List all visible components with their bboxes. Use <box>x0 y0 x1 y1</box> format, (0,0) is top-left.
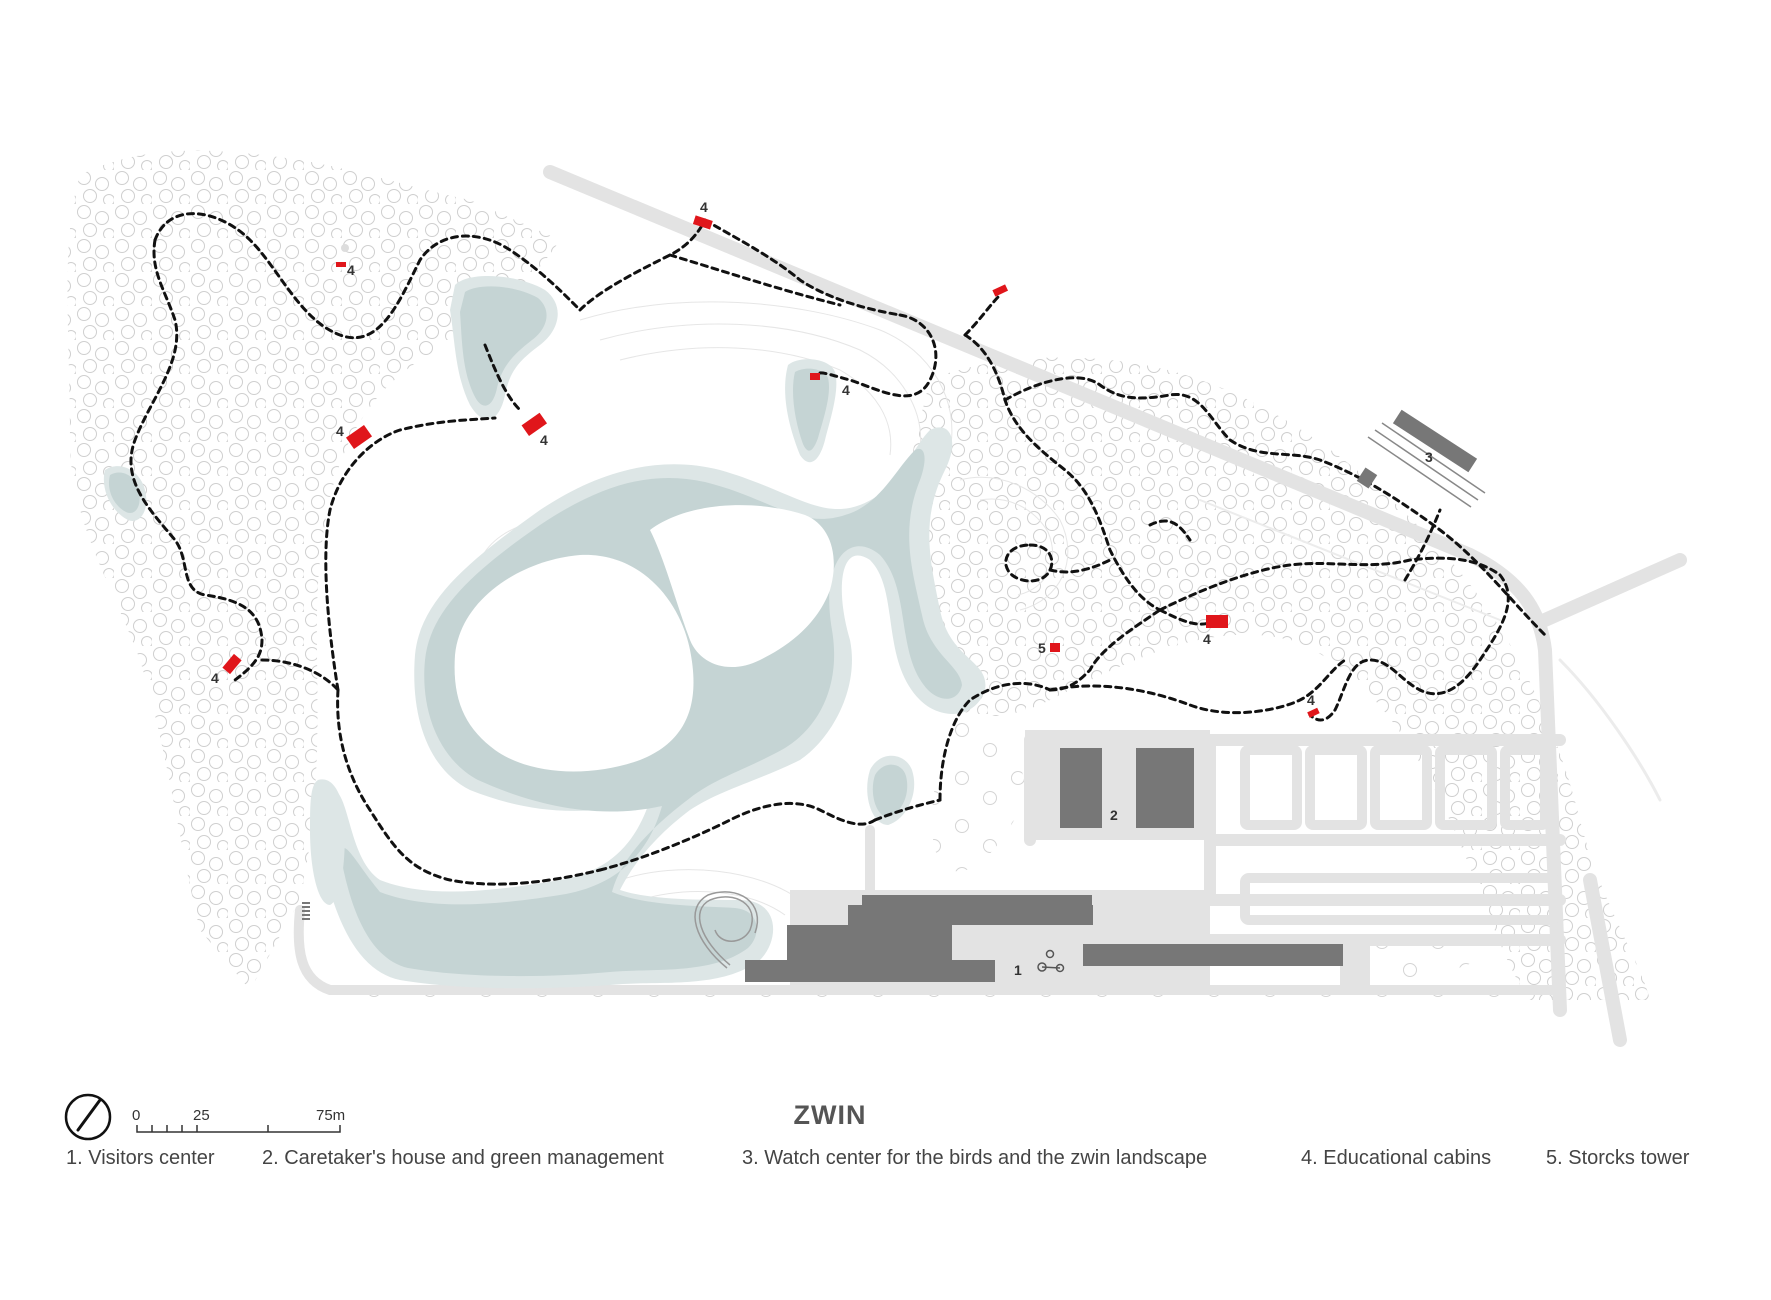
entrance-steps <box>302 902 310 920</box>
watch-center-deck-lines <box>1367 422 1486 508</box>
label-storcks-tower: 5 <box>1038 640 1046 656</box>
visitors-center-block-4 <box>745 960 995 982</box>
storcks-tower-base <box>341 244 349 252</box>
cabin-southeast <box>1307 707 1320 718</box>
label-cabin-west-2: 4 <box>540 432 548 448</box>
legend-item-caretakers-house: 2. Caretaker's house and green managemen… <box>262 1147 664 1169</box>
spiral-boardwalk <box>694 891 758 969</box>
plan-title: ZWIN <box>793 1100 867 1130</box>
water-bodies <box>103 275 986 989</box>
parking-bays <box>1240 745 1560 925</box>
legend-item-storcks-tower: 5. Storcks tower <box>1546 1147 1690 1169</box>
label-cabin-northwest: 4 <box>347 262 355 278</box>
cabin-west-1 <box>345 424 373 450</box>
north-arrow-icon <box>64 1093 112 1141</box>
cabin-north <box>692 215 713 230</box>
watch-center-block <box>1392 409 1478 473</box>
cabin-northwest <box>336 262 346 267</box>
scale-bar: 0 25 75m <box>132 1107 345 1133</box>
scale-label-0: 0 <box>132 1107 140 1124</box>
scale-label-25: 25 <box>193 1107 210 1124</box>
label-cabin-north: 4 <box>700 199 708 215</box>
cabin-southwest <box>222 653 242 675</box>
label-caretakers-house: 2 <box>1110 807 1118 823</box>
label-cabin-southeast: 4 <box>1307 692 1315 708</box>
visitors-center-block-3 <box>787 925 952 960</box>
scale-label-75: 75m <box>316 1107 345 1124</box>
label-cabin-east: 4 <box>1203 631 1211 647</box>
walking-trail <box>129 212 1547 886</box>
map-labels: 4 4 4 4 4 4 4 4 5 3 2 1 <box>211 199 1433 978</box>
visitors-center-block-5 <box>1083 944 1343 966</box>
label-watch-center: 3 <box>1425 449 1433 465</box>
bench-icon <box>1037 949 1065 973</box>
label-cabin-pond: 4 <box>842 382 850 398</box>
watch-center-annex <box>1356 467 1378 489</box>
visitors-center-block-2 <box>848 905 1093 925</box>
cabin-pond <box>810 373 820 380</box>
legend-item-watch-center: 3. Watch center for the birds and the zw… <box>742 1147 1208 1169</box>
label-cabin-west-1: 4 <box>336 423 344 439</box>
label-visitors-center: 1 <box>1014 962 1022 978</box>
caretakers-house-block-2 <box>1136 748 1194 828</box>
legend-item-educational-cabins: 4. Educational cabins <box>1301 1147 1492 1169</box>
cabin-northeast <box>992 284 1009 297</box>
cabin-east <box>1206 615 1228 628</box>
storcks-tower <box>1050 643 1060 652</box>
label-cabin-southwest: 4 <box>211 670 219 686</box>
legend-item-visitors-center: 1. Visitors center <box>66 1147 215 1169</box>
caretakers-house-block-1 <box>1060 748 1102 828</box>
educational-cabins <box>222 215 1320 718</box>
legend: 1. Visitors center 2. Caretaker's house … <box>66 1147 1726 1177</box>
cabin-west-2 <box>521 412 548 437</box>
buildings <box>745 409 1478 982</box>
